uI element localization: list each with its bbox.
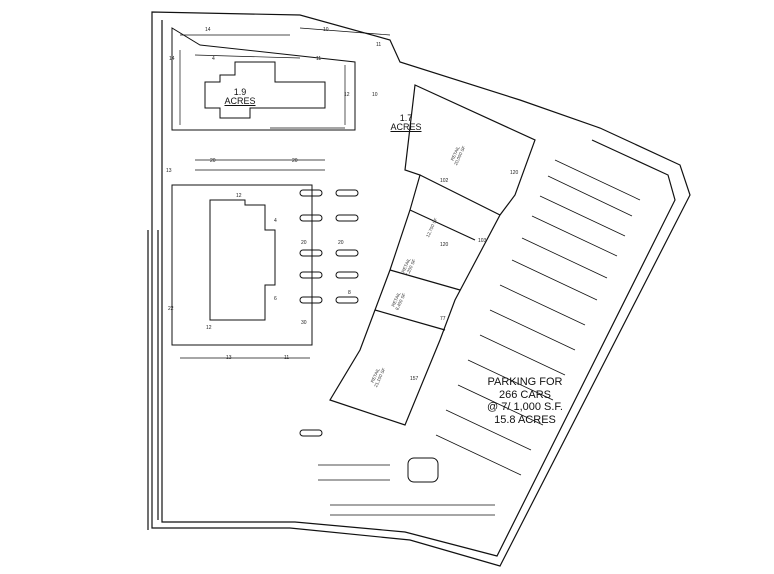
parking-note-line-3: @ 7/ 1,000 S.F.: [487, 401, 563, 414]
parking-islands: [299, 189, 439, 483]
stall-count: 8: [348, 290, 351, 296]
stall-count: 10: [323, 27, 329, 33]
stall-count: 120: [510, 170, 519, 176]
stall-count: 12: [206, 325, 212, 331]
inner-boundary: [161, 20, 676, 557]
stall-count: 77: [440, 316, 446, 322]
left-road-curb: [147, 230, 159, 530]
stall-count: 120: [440, 242, 449, 248]
stall-count: 4: [274, 218, 277, 224]
stall-count: 12: [236, 193, 242, 199]
stall-count: 10: [372, 92, 378, 98]
stall-count: 14: [169, 56, 175, 62]
parcel-1-value: 1.9: [233, 87, 247, 97]
angled-stall-rows: [435, 159, 641, 476]
stall-count: 30: [301, 320, 307, 326]
parcel-2-unit: ACRES: [390, 122, 422, 133]
stall-count: 22: [168, 306, 174, 312]
pad1-building: [204, 61, 326, 119]
parcel-1-unit: ACRES: [224, 96, 256, 107]
stall-count: 6: [274, 296, 277, 302]
parking-note-line-1: PARKING FOR: [487, 376, 563, 388]
stall-count: 11: [284, 355, 290, 361]
parcel-label-1: 1.9 ACRES: [222, 87, 258, 107]
stall-count: 20: [338, 240, 344, 246]
parcel-2-value: 1.7: [399, 113, 413, 123]
parking-note-line-2: 266 CARS: [499, 388, 551, 401]
bottom-stall-row: [180, 357, 495, 516]
stall-count: 20: [210, 158, 216, 164]
pad2-lot: [171, 184, 313, 346]
stall-count: 13: [166, 168, 172, 174]
stall-count: 11: [316, 56, 322, 62]
stall-count: 103: [478, 238, 487, 244]
stall-count: 20: [301, 240, 307, 246]
pad1-lot: [171, 27, 356, 131]
retail-building-strip: [329, 84, 536, 426]
pad2-building: [209, 199, 276, 321]
stall-count: 13: [226, 355, 232, 361]
stall-count: 11: [376, 42, 382, 48]
parking-note-line-4: 15.8 ACRES: [494, 413, 556, 426]
stall-count: 14: [205, 27, 211, 33]
property-boundary: [151, 11, 691, 567]
stall-count: 4: [212, 56, 215, 62]
stall-rows-top-left: [179, 27, 391, 171]
stall-count: 20: [292, 158, 298, 164]
stall-count: 157: [410, 376, 419, 382]
stall-count: 12: [344, 92, 350, 98]
parking-summary-note: PARKING FOR 266 CARS @ 7/ 1,000 S.F. 15.…: [470, 376, 580, 427]
stall-count: 102: [440, 178, 449, 184]
parcel-label-2: 1.7 ACRES: [388, 113, 424, 133]
